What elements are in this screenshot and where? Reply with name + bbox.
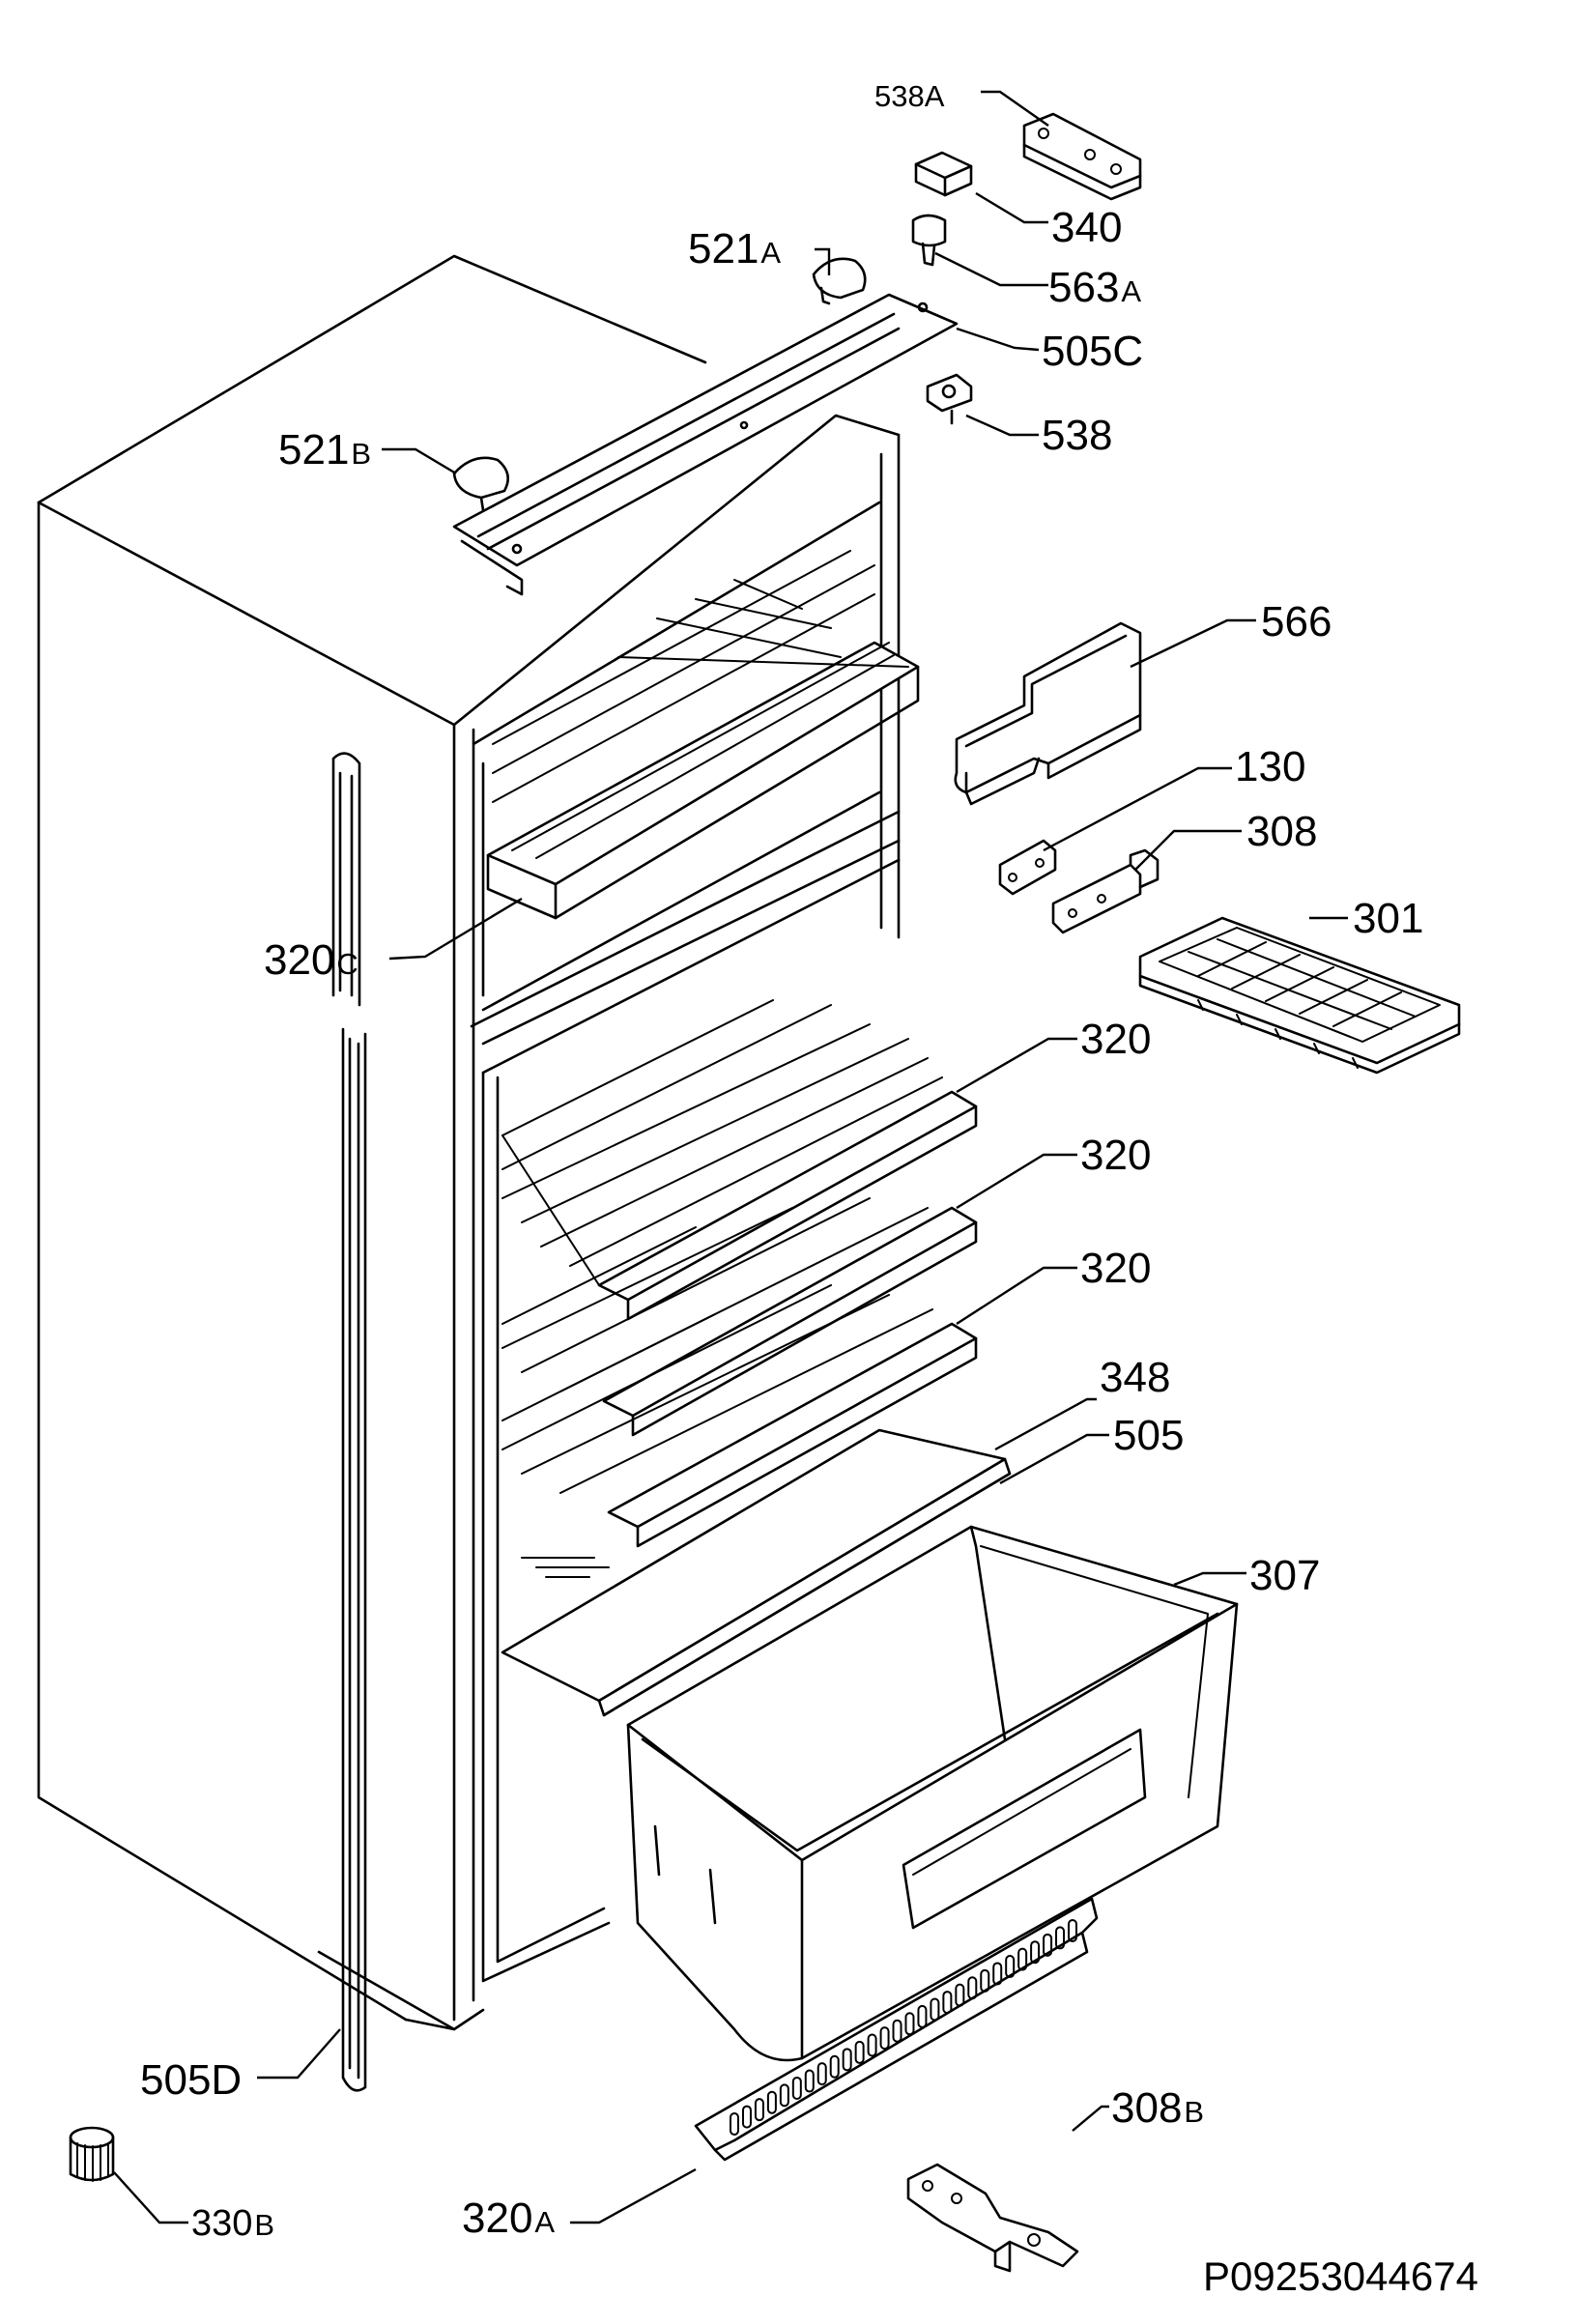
grille-slot <box>967 1976 978 2000</box>
cover-cap-521A <box>812 257 867 305</box>
label-563A: 563A <box>1048 264 1141 311</box>
hinge-bracket-538A <box>1022 112 1142 201</box>
leader-lines <box>113 90 1348 2224</box>
cover-cap-521B <box>452 456 509 512</box>
fridge-shelf-320-top <box>501 999 978 1321</box>
label-130: 130 <box>1235 743 1305 790</box>
grille-slot <box>904 2012 915 2036</box>
grille-slot <box>854 2040 865 2064</box>
pin-563A <box>911 214 947 267</box>
grille-slot <box>917 2004 928 2028</box>
bracket-308 <box>1051 848 1160 934</box>
fridge-shelf-320-middle <box>501 1197 978 1437</box>
shelf-strip-505 <box>597 1457 1012 1717</box>
grille-slot <box>892 2019 902 2043</box>
grille-slot <box>942 1991 953 2015</box>
ice-tray-301 <box>1138 916 1461 1075</box>
crisper-drawer-307 <box>626 1525 1239 2062</box>
grille-slot <box>804 2069 815 2093</box>
drawing-code: P09253044674 <box>1203 2253 1478 2299</box>
label-320-shelf-1: 320 <box>1080 1016 1151 1063</box>
label-320-shelf-2: 320 <box>1080 1132 1151 1179</box>
label-320C: 320C <box>264 936 358 984</box>
label-308: 308 <box>1246 808 1317 855</box>
grille-slot <box>741 2105 752 2129</box>
grille-slot <box>816 2062 827 2086</box>
label-538: 538 <box>1042 412 1112 459</box>
part-labels: 538A 340 521A 563A 505C 538 521B 566 130… <box>140 79 1423 2244</box>
grille-slot <box>1043 1933 1053 1957</box>
bottom-hinge-308B <box>906 2163 1079 2273</box>
plate-130 <box>998 839 1057 896</box>
door-seal-505D <box>331 752 367 2092</box>
grille-slot <box>980 1968 990 1993</box>
fridge-shelf-320-bottom <box>501 1284 978 1548</box>
grille-slot <box>1005 1955 1016 1979</box>
grille-slot <box>791 2076 802 2100</box>
grille-slot <box>992 1962 1003 1986</box>
label-320A: 320A <box>462 2195 555 2242</box>
grille-slot <box>867 2033 877 2057</box>
label-521A: 521A <box>688 225 781 273</box>
grille-slot <box>766 2090 777 2114</box>
label-521B: 521B <box>278 426 371 473</box>
grille-slots <box>730 1919 1077 2136</box>
freezer-shelf-320C <box>486 550 920 920</box>
grille-slot <box>1068 1919 1077 1942</box>
grille-slot <box>842 2048 852 2072</box>
grille-slot <box>779 2083 789 2108</box>
label-330B: 330B <box>191 2203 274 2244</box>
top-bracket-505C <box>452 293 959 596</box>
grille-slot <box>879 2026 890 2051</box>
freezer-flap-566 <box>954 621 1142 806</box>
label-538A: 538A <box>874 79 945 113</box>
label-301: 301 <box>1353 895 1423 942</box>
grille-slot <box>754 2098 764 2122</box>
label-307: 307 <box>1249 1552 1320 1599</box>
grille-slot <box>1030 1940 1041 1965</box>
grille-slot <box>730 2112 739 2136</box>
label-348: 348 <box>1100 1354 1170 1401</box>
foot-330B <box>69 2126 115 2182</box>
grille-slot <box>1017 1947 1028 1971</box>
label-566: 566 <box>1261 598 1332 646</box>
label-340: 340 <box>1051 204 1122 251</box>
grille-slot <box>1055 1926 1066 1950</box>
block-340 <box>914 151 973 197</box>
grille-slot <box>955 1983 965 2007</box>
vent-grille-320A <box>694 1897 1099 2162</box>
label-320-shelf-3: 320 <box>1080 1245 1151 1292</box>
hinge-pin-538 <box>926 373 973 425</box>
grille-slot <box>829 2054 840 2079</box>
label-505D: 505D <box>140 2056 242 2104</box>
label-308B: 308B <box>1111 2084 1204 2132</box>
label-505: 505 <box>1113 1412 1184 1459</box>
label-505C: 505C <box>1042 328 1143 375</box>
grille-slot <box>930 1997 940 2022</box>
